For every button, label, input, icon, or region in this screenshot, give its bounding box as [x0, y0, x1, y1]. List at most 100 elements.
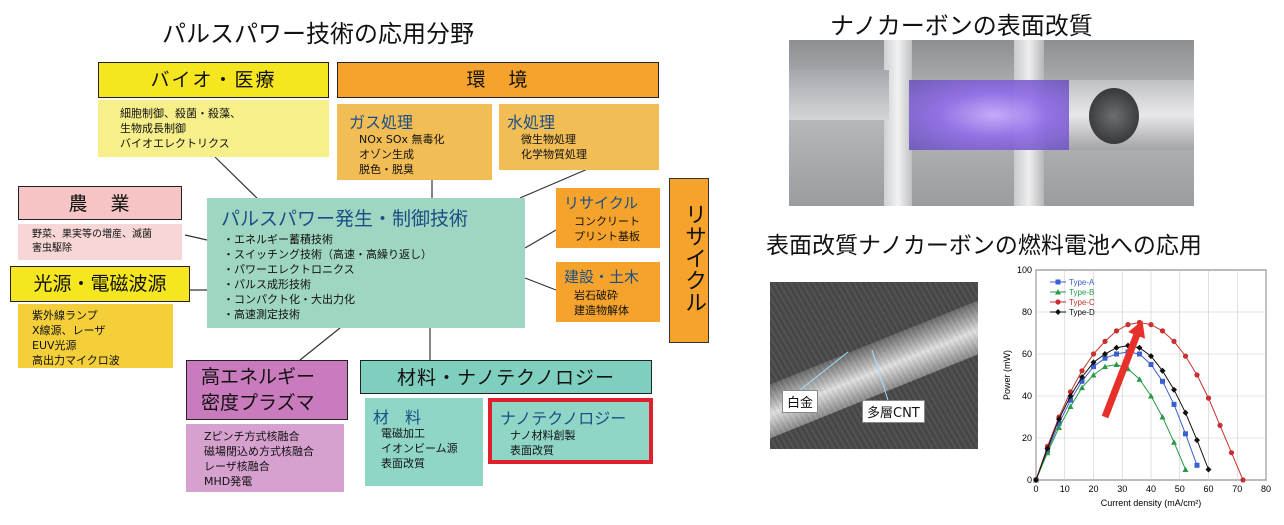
series-point — [1114, 351, 1119, 357]
series-point — [1148, 362, 1154, 367]
nanocarbon-title: ナノカーボンの表面改質 — [830, 12, 1093, 40]
x-tick-label: 60 — [1203, 484, 1213, 494]
gas-treatment-title: ガス処理 — [349, 113, 414, 132]
legend-label: Type-B — [1069, 288, 1094, 297]
nanotech-title: ナノテクノロジー — [500, 409, 627, 428]
cnt-label: 多層CNT — [862, 400, 925, 423]
plasma-glow — [909, 80, 1079, 150]
y-tick-label: 40 — [1022, 391, 1032, 401]
y-tick-label: 0 — [1027, 475, 1032, 485]
y-axis-label: Power (mW) — [1002, 350, 1012, 400]
series-point — [1240, 477, 1246, 483]
series-line — [1035, 345, 1209, 481]
series-point — [1148, 322, 1154, 328]
series-point — [1205, 466, 1212, 473]
series-point — [1055, 279, 1061, 285]
pulse-power-core-box: パルスパワー発生・制御技術 ・エネルギー蓄積技術 ・スイッチング技術（高速・高繰… — [207, 198, 525, 328]
x-tick-label: 40 — [1146, 484, 1156, 494]
fixture-left — [789, 70, 889, 120]
construction-box: 建設・土木 岩石破砕 建造物解体 — [556, 262, 660, 322]
series-point — [1217, 422, 1223, 428]
series-point — [1091, 364, 1096, 370]
fuel-cell-title: 表面改質ナノカーボンの燃料電池への応用 — [766, 233, 1202, 259]
series-point — [1113, 328, 1120, 334]
series-type-b — [1033, 361, 1189, 483]
series-point — [1102, 351, 1108, 357]
series-point — [1079, 374, 1085, 381]
legend-label: Type-A — [1069, 278, 1095, 287]
bio-medical-header: バイオ・医療 — [98, 62, 329, 98]
series-point — [1182, 466, 1189, 472]
x-tick-label: 10 — [1060, 484, 1070, 494]
y-tick-label: 60 — [1022, 349, 1032, 359]
series-point — [1136, 376, 1143, 382]
plasma-header-text: 高エネルギー 密度プラズマ — [201, 366, 316, 414]
construction-items: 岩石破砕 建造物解体 — [574, 289, 629, 317]
water-treatment-items: 微生物処理 化学物質処理 — [521, 133, 587, 161]
series-point — [1125, 322, 1131, 328]
series-point — [1228, 450, 1235, 456]
series-point — [1090, 372, 1097, 378]
series-point — [1056, 416, 1062, 423]
diagram-title: パルスパワー技術の応用分野 — [162, 20, 474, 48]
y-tick-label: 100 — [1017, 265, 1032, 275]
x-tick-label: 80 — [1261, 484, 1271, 494]
agriculture-items: 野菜、果実等の増産、滅菌 害虫駆除 — [18, 224, 182, 260]
recycle-box: リサイクル コンクリート プリント基板 — [556, 188, 660, 248]
recycle-title: リサイクル — [564, 194, 639, 212]
series-point — [1090, 351, 1097, 357]
bio-medical-items: 細胞制御、殺菌・殺藻、 生物成長制御 バイオエレクトリクス — [98, 100, 329, 157]
series-point — [1113, 344, 1120, 351]
series-point — [1090, 359, 1097, 366]
water-treatment-title: 水処理 — [507, 113, 556, 132]
chart-series-layer — [1033, 319, 1246, 483]
series-point — [1079, 378, 1085, 384]
pulse-power-core-items: ・エネルギー蓄積技術 ・スイッチング技術（高速・高繰り返し） ・パワーエレクトロ… — [223, 233, 432, 321]
series-point — [1205, 395, 1212, 401]
gas-treatment-box: ガス処理 NOx SOx 無毒化 オゾン生成 脱色・脱臭 — [337, 104, 492, 180]
x-axis-label: Current density (mA/cm²) — [1101, 498, 1202, 508]
materials-title: 材 料 — [373, 408, 422, 427]
x-tick-label: 20 — [1088, 484, 1098, 494]
materials-items: 電磁加工 イオンビーム源 表面改質 — [381, 427, 458, 470]
series-point — [1183, 431, 1188, 437]
x-tick-label: 30 — [1117, 484, 1127, 494]
series-point — [1068, 397, 1073, 403]
recycle-vertical-label: リサイクル — [681, 203, 706, 313]
x-tick-label: 50 — [1175, 484, 1185, 494]
series-point — [1056, 420, 1062, 426]
series-point — [1159, 328, 1166, 334]
series-point — [1171, 439, 1177, 445]
series-point — [1136, 344, 1143, 351]
series-point — [1159, 414, 1166, 420]
increase-arrow — [1101, 320, 1145, 419]
series-point — [1194, 372, 1200, 378]
series-point — [1194, 437, 1200, 444]
sem-image: 白金 多層CNT — [770, 282, 978, 449]
series-point — [1055, 309, 1061, 315]
materials-nano-header: 材料・ナノテクノロジー — [360, 360, 652, 394]
series-point — [1160, 378, 1165, 384]
y-tick-label: 80 — [1022, 307, 1032, 317]
light-source-header: 光源・電磁波源 — [10, 266, 190, 302]
series-point — [1079, 384, 1085, 391]
series-point — [1171, 401, 1177, 407]
light-source-items: 紫外線ランプ X線源、レーザ EUV光源 高出力マイクロ波 — [18, 304, 173, 368]
materials-box: 材 料 電磁加工 イオンビーム源 表面改質 — [365, 398, 483, 486]
series-point — [1159, 367, 1166, 374]
plasma-items: Zピンチ方式核融合 磁場閉込め方式核融合 レーザ核融合 MHD発電 — [186, 424, 344, 492]
series-point — [1148, 353, 1154, 360]
sem-pointer-lines — [799, 349, 889, 401]
y-tick-label: 20 — [1022, 433, 1032, 443]
series-point — [1148, 393, 1154, 399]
series-point — [1055, 299, 1061, 305]
recycle-items: コンクリート プリント基板 — [574, 215, 640, 243]
series-line — [1035, 363, 1186, 481]
series-point — [1067, 393, 1074, 399]
series-point — [1055, 289, 1061, 295]
series-point — [1067, 403, 1074, 409]
recycle-vertical-box: リサイクル — [669, 178, 709, 343]
